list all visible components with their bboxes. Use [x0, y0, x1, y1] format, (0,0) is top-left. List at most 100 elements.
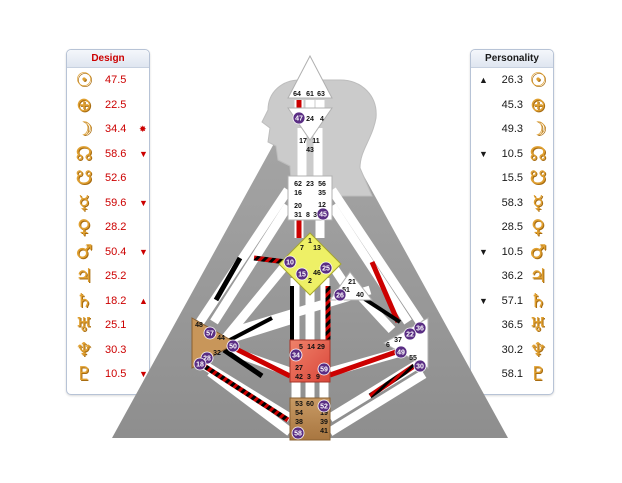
gate-badge-circle — [226, 339, 240, 353]
gate-badge-circle — [317, 362, 331, 376]
planet-value: 49.3 — [501, 123, 523, 135]
gate-badge-label: 10 — [286, 260, 294, 267]
gate-label: 17 — [299, 138, 307, 145]
fixing-marker: ▼ — [479, 148, 488, 159]
gate-label: 21 — [348, 279, 356, 286]
fixing-marker: ▼ — [479, 246, 488, 257]
gate-label: 56 — [318, 181, 326, 188]
planet-row: ♇10.5▼ — [67, 364, 149, 384]
planet-row: ☋52.6 — [67, 168, 149, 188]
planet-value: 57.1 — [501, 294, 523, 307]
gate-labels: 6461632441711436223561635203183312171346… — [193, 91, 427, 440]
fixing-marker: ▼ — [139, 246, 148, 257]
mars-icon: ♂ — [529, 240, 547, 263]
uranus-icon: ♅ — [75, 314, 93, 336]
uranus-icon: ♅ — [529, 314, 547, 336]
gate-badge-label: 30 — [416, 364, 424, 371]
pluto-icon: ♇ — [529, 363, 547, 385]
gate-badge-label: 25 — [322, 266, 330, 273]
planet-value: 30.2 — [501, 343, 523, 356]
planet-value: 58.6 — [105, 147, 127, 160]
gate-badge-circle — [283, 255, 297, 269]
active-gate-badge: 34 — [289, 348, 303, 362]
planet-row: ♆30.2 — [471, 340, 553, 360]
gate-badge-label: 52 — [320, 404, 328, 411]
mercury-icon: ☿ — [532, 191, 544, 214]
planet-row: ♇58.1 — [471, 364, 553, 384]
planet-value: 25.1 — [105, 319, 127, 331]
gate-badge-label: 28 — [203, 356, 211, 363]
active-gate-badge: 58 — [291, 426, 305, 440]
earth-icon: ⊕ — [76, 93, 92, 116]
gate-label: 23 — [306, 181, 314, 188]
personality-panel-title: Personality — [471, 50, 553, 68]
active-gate-badge: 52 — [317, 399, 331, 413]
active-gate-badge: 45 — [316, 207, 330, 221]
gate-label: 60 — [306, 401, 314, 408]
gate-label: 46 — [313, 270, 321, 277]
saturn-icon: ♄ — [529, 289, 547, 312]
gate-badge-label: 45 — [319, 212, 327, 219]
gate-label: 61 — [306, 91, 314, 98]
gate-badge-circle — [289, 348, 303, 362]
gate-badge-circle — [394, 345, 408, 359]
gate-label: 1 — [308, 238, 312, 245]
fixing-marker: ▼ — [139, 148, 148, 159]
north-node-icon: ☊ — [529, 142, 547, 165]
planet-value: 26.3 — [501, 74, 523, 86]
gate-label: 63 — [317, 91, 325, 98]
saturn-icon: ♄ — [75, 289, 93, 312]
g-center — [278, 232, 342, 296]
planet-value: 47.5 — [105, 74, 127, 86]
active-gate-badge: 36 — [413, 321, 427, 335]
planet-row: ☉47.5 — [67, 70, 149, 90]
gate-label: 2 — [308, 278, 312, 285]
design-panel: Design ☉47.5⊕22.5☽34.4✸☊58.6▼☋52.6☿59.6▼… — [66, 49, 150, 395]
gate-label: 31 — [294, 212, 302, 219]
gate-label: 42 — [295, 374, 303, 381]
active-gate-badge: 59 — [317, 362, 331, 376]
planet-value: 50.4 — [105, 245, 127, 258]
planet-value: 52.6 — [105, 172, 127, 184]
planet-row: ☊58.6▼ — [67, 144, 149, 164]
gate-badge-circle — [295, 267, 309, 281]
gate-label: 43 — [306, 147, 314, 154]
gate-badge-label: 36 — [416, 326, 424, 333]
defined-channels — [199, 100, 416, 423]
planet-value: 30.3 — [105, 343, 127, 356]
gate-badge-label: 18 — [196, 362, 204, 369]
fixing-marker: ▼ — [139, 369, 148, 379]
planet-row: ♀28.5 — [471, 217, 553, 237]
planet-row: ☿ 58.3 — [471, 193, 553, 213]
planet-row: ♄18.2▲ — [67, 291, 149, 311]
gate-label: 5 — [299, 344, 303, 351]
planet-row: ☽ 49.3 — [471, 119, 553, 139]
gate-badge-circle — [203, 326, 217, 340]
sun-icon: ☉ — [529, 69, 547, 91]
gate-badge-label: 59 — [320, 367, 328, 374]
planet-value: 22.5 — [105, 98, 127, 111]
planet-value: 18.2 — [105, 294, 127, 307]
planet-value: 58.3 — [501, 196, 523, 209]
gate-label: 24 — [306, 116, 314, 123]
gate-label: 51 — [342, 287, 350, 294]
earth-icon: ⊕ — [530, 93, 546, 116]
gate-label: 44 — [217, 335, 225, 342]
planet-value: 45.3 — [501, 98, 523, 111]
gate-badge-circle — [193, 357, 207, 371]
gate-label: 11 — [312, 138, 320, 145]
mars-icon: ♂ — [75, 240, 93, 263]
gate-label: 6 — [386, 342, 390, 349]
planet-value: 10.5 — [105, 368, 127, 380]
gate-label: 13 — [313, 245, 321, 252]
gate-label: 64 — [293, 91, 301, 98]
gate-badge-label: 49 — [397, 350, 405, 357]
active-gate-badge: 49 — [394, 345, 408, 359]
active-gate-badge: 10 — [283, 255, 297, 269]
gate-label: 41 — [320, 428, 328, 435]
gate-label: 32 — [213, 350, 221, 357]
gate-label: 14 — [307, 344, 315, 351]
moon-icon: ☽ — [529, 118, 547, 140]
jupiter-icon: ♃ — [75, 265, 93, 287]
planet-row: ♂ 50.4 ▼ — [67, 242, 149, 262]
